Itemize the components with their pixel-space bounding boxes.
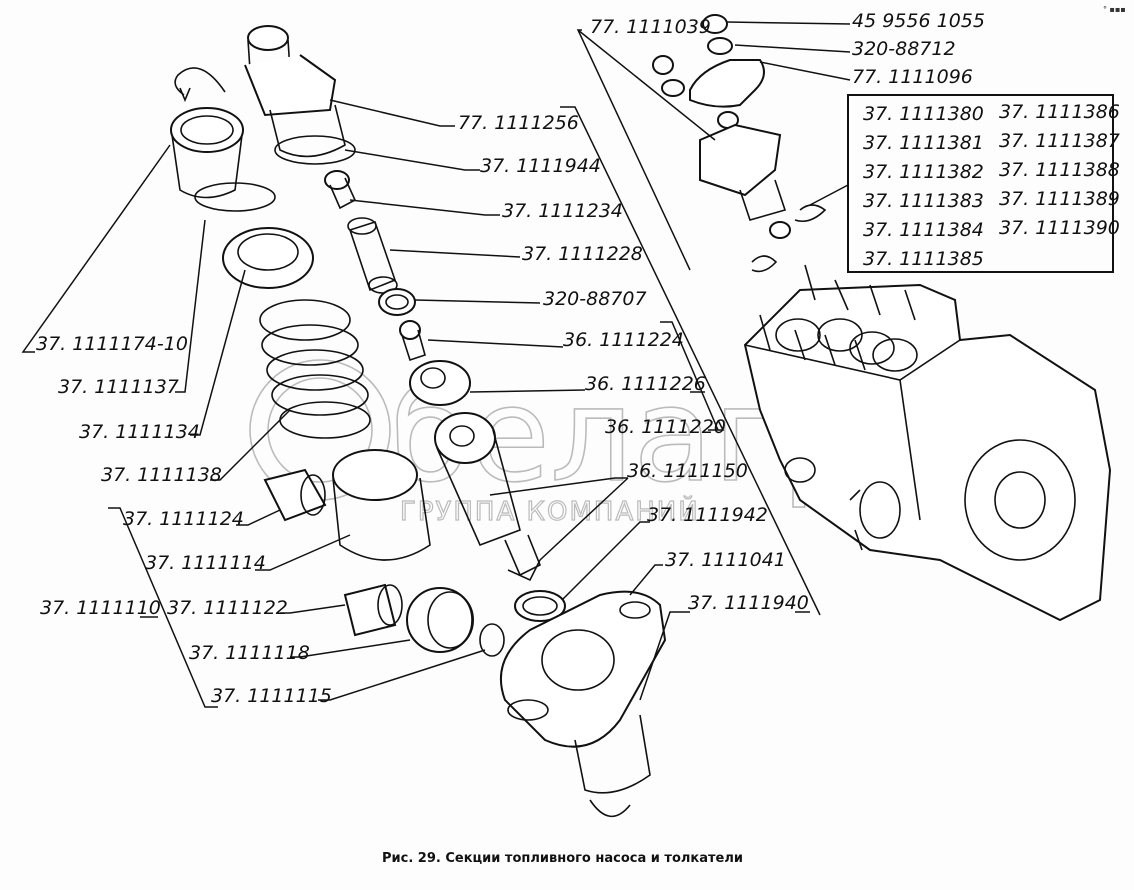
corner-mark: ° ▪▪▪ xyxy=(1103,5,1126,14)
part-tappet xyxy=(332,449,431,561)
label-77-1111096: 77. 1111096 xyxy=(852,66,973,88)
part-nut-top xyxy=(652,14,733,97)
part-clip xyxy=(751,204,827,273)
part-spring-seat xyxy=(222,227,314,289)
part-flange xyxy=(499,590,667,794)
box-item: 37. 1111387 xyxy=(999,130,1120,152)
part-plate-096 xyxy=(689,59,765,108)
box-item: 37. 1111389 xyxy=(999,188,1120,210)
part-valve-spring xyxy=(347,217,398,294)
part-number-box-frame xyxy=(847,94,1114,273)
label-37-1111122: 37. 1111122 xyxy=(167,597,288,619)
box-item: 37. 1111385 xyxy=(863,248,984,270)
leader-lines xyxy=(21,21,851,708)
label-36-1111150: 36. 1111150 xyxy=(627,460,748,482)
part-roller xyxy=(406,587,474,653)
label-45-9556-1055: 45 9556 1055 xyxy=(852,10,985,32)
label-37-1111110: 37. 1111110 xyxy=(40,597,161,619)
label-37-1111942: 37. 1111942 xyxy=(647,504,768,526)
box-item: 37. 1111390 xyxy=(999,217,1120,239)
part-delivery-valve xyxy=(399,320,426,362)
part-pump-housing xyxy=(743,264,1112,622)
label-37-1111114: 37. 1111114 xyxy=(145,552,266,574)
box-item: 37. 1111381 xyxy=(863,132,984,154)
label-320-88712: 320-88712 xyxy=(852,38,956,60)
part-o-ring-942 xyxy=(514,590,566,622)
label-320-88707: 320-88707 xyxy=(543,288,647,310)
box-item: 37. 1111384 xyxy=(863,219,984,241)
label-37-1111234: 37. 1111234 xyxy=(502,200,623,222)
label-36-1111224: 36. 1111224 xyxy=(563,329,684,351)
box-item: 37. 1111383 xyxy=(863,190,984,212)
label-37-1111228: 37. 1111228 xyxy=(522,243,643,265)
box-item: 37. 1111386 xyxy=(999,101,1120,123)
part-valve-holder xyxy=(244,25,356,165)
part-stop xyxy=(324,170,357,210)
part-labels: 77. 1111039 45 9556 1055 320-88712 77. 1… xyxy=(36,10,985,707)
figure-caption: Рис. 29. Секции топливного насоса и толк… xyxy=(382,851,743,866)
box-item: 37. 1111382 xyxy=(863,161,984,183)
part-pin xyxy=(263,468,327,522)
part-washer-88707 xyxy=(378,288,416,316)
label-37-1111174-10: 37. 1111174-10 xyxy=(36,333,188,355)
label-37-1111115: 37. 1111115 xyxy=(211,685,332,707)
label-37-1111041: 37. 1111041 xyxy=(665,549,786,571)
part-ring xyxy=(479,623,505,657)
part-control-sleeve xyxy=(170,107,276,212)
label-36-1111220: 36. 1111220 xyxy=(605,416,726,438)
box-item: 37. 1111380 xyxy=(863,103,984,125)
label-36-1111226: 36. 1111226 xyxy=(585,373,706,395)
label-77-1111256: 77. 1111256 xyxy=(458,112,579,134)
rotation-arrow-bottom-icon xyxy=(589,799,631,818)
label-37-1111118: 37. 1111118 xyxy=(189,642,310,664)
label-37-1111137: 37. 1111137 xyxy=(58,376,179,398)
rotation-arrow-icon xyxy=(174,67,226,103)
box-item: 37. 1111388 xyxy=(999,159,1120,181)
part-valve-seat xyxy=(409,360,471,406)
label-37-1111944: 37. 1111944 xyxy=(480,155,601,177)
label-37-1111134: 37. 1111134 xyxy=(79,421,200,443)
label-77-1111039: 77. 1111039 xyxy=(590,16,711,38)
label-37-1111940: 37. 1111940 xyxy=(688,592,809,614)
part-roller-axle xyxy=(343,583,403,637)
part-plunger-barrel xyxy=(434,412,542,582)
part-number-box: 37. 1111380 37. 1111386 37. 1111381 37. … xyxy=(847,94,1120,273)
label-37-1111138: 37. 1111138 xyxy=(101,464,222,486)
part-pump-section xyxy=(699,111,791,239)
label-37-1111124: 37. 1111124 xyxy=(123,508,244,530)
